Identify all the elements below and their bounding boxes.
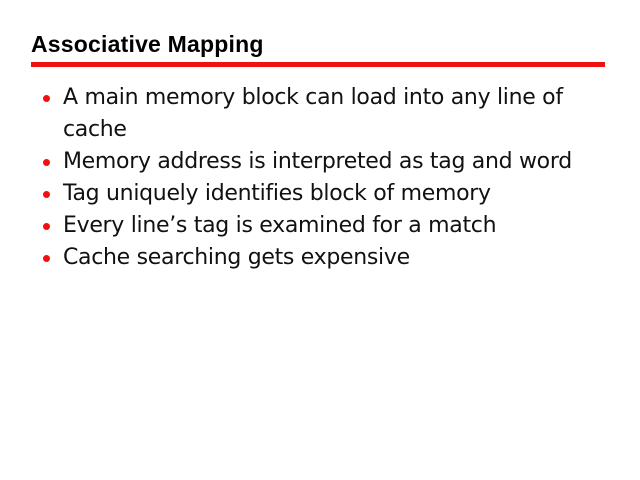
- list-item-label: Cache searching gets expensive: [63, 245, 410, 270]
- bullet-dot-icon: [43, 95, 50, 102]
- bullet-list: A main memory block can load into any li…: [40, 82, 620, 274]
- list-item: Every line’s tag is examined for a match: [40, 210, 620, 242]
- list-item-label: A main memory block can load into any li…: [63, 85, 563, 142]
- bullet-dot-icon: [43, 255, 50, 262]
- list-item: A main memory block can load into any li…: [40, 82, 620, 146]
- page-title: Associative Mapping: [31, 31, 264, 57]
- title-underline-rule: [31, 62, 605, 67]
- list-item: Memory address is interpreted as tag and…: [40, 146, 620, 178]
- list-item: Tag uniquely identifies block of memory: [40, 178, 620, 210]
- list-item: Cache searching gets expensive: [40, 242, 620, 274]
- bullet-dot-icon: [43, 223, 50, 230]
- bullet-dot-icon: [43, 159, 50, 166]
- list-item-label: Every line’s tag is examined for a match: [63, 213, 497, 238]
- title-block: Associative Mapping: [31, 31, 605, 67]
- list-item-label: Tag uniquely identifies block of memory: [63, 181, 491, 206]
- list-item-label: Memory address is interpreted as tag and…: [63, 149, 572, 174]
- bullet-dot-icon: [43, 191, 50, 198]
